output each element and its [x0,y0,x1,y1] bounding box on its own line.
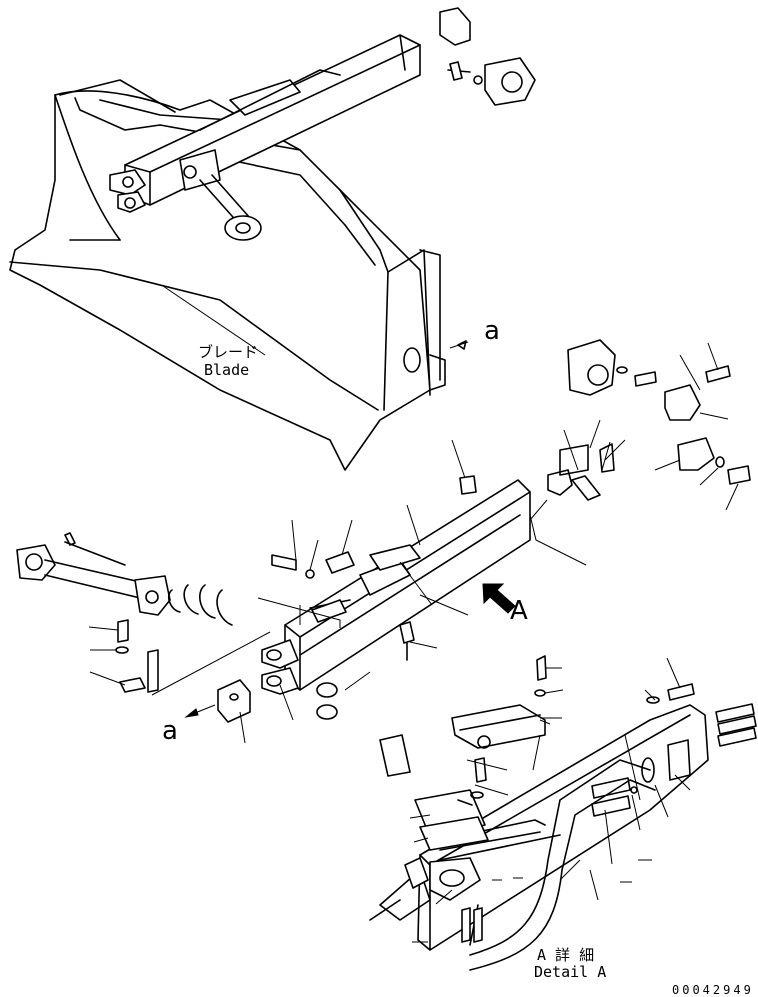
arrow-view-a-bottom [184,704,216,718]
drawing-number: 00042949 [672,983,754,997]
arrow-label-a: A [510,596,528,626]
blade-label-jp: ブレード [198,343,259,361]
view-label-a-bottom: a [162,716,178,746]
detail-a-label-en: Detail A [534,963,607,981]
arrow-to-detail-a [482,583,516,614]
arm-exploded [16,339,751,723]
leader-lines [88,342,739,744]
upper-arm-assembly [109,7,536,241]
view-label-a-top: a [484,316,500,346]
detail-a-label-jp: A 詳 細 [537,946,595,964]
blade-label-en: Blade [204,361,250,379]
detail-a [369,655,757,971]
